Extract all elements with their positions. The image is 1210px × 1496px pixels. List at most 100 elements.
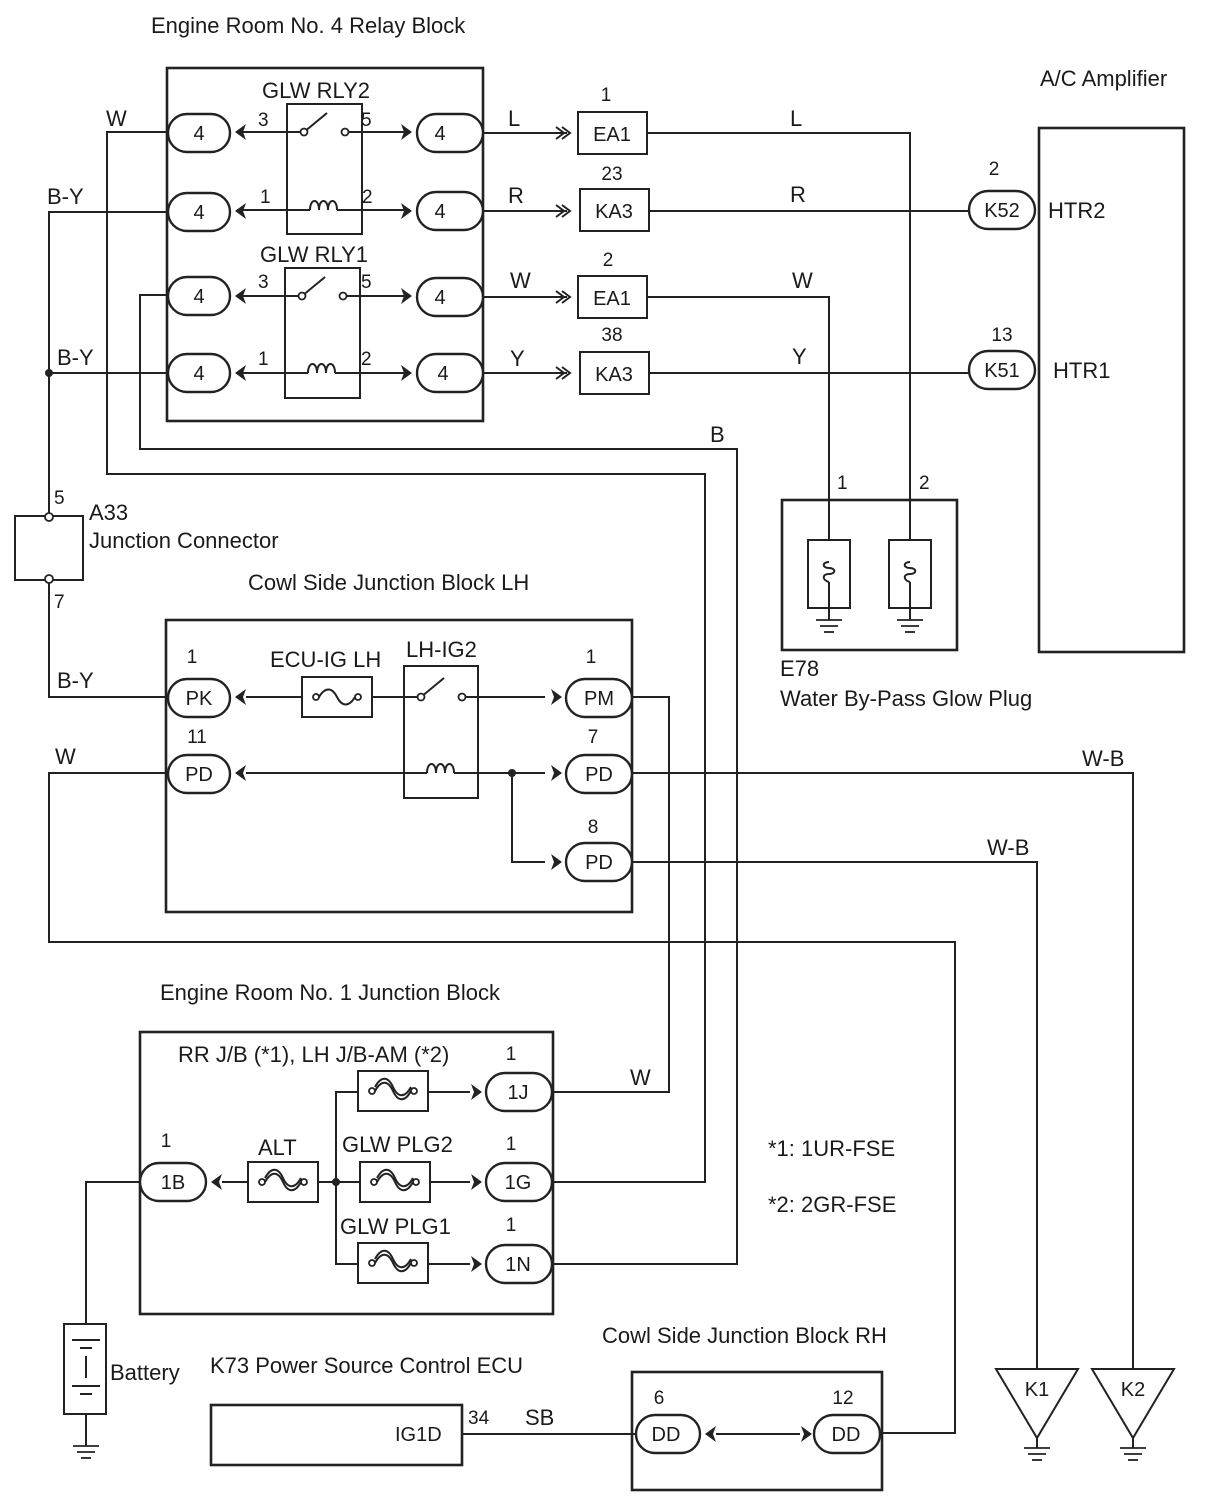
chevron-ea1-top bbox=[555, 126, 572, 140]
wire-label-sb: SB bbox=[525, 1405, 554, 1430]
htr2-label: HTR2 bbox=[1048, 198, 1105, 223]
er1-frame bbox=[138, 1030, 555, 1316]
connector-ea1-bottom-label: EA1 bbox=[593, 288, 631, 310]
glow-plug-name: Water By-Pass Glow Plug bbox=[780, 686, 1032, 711]
connector-pd-8 bbox=[564, 841, 634, 883]
battery-label: Battery bbox=[110, 1360, 180, 1385]
a33-junction-connector bbox=[14, 515, 84, 581]
connector-ea1-bottom-pin: 2 bbox=[603, 250, 614, 271]
glow-plug-pin-1: 1 bbox=[837, 473, 848, 494]
fuse-glw-plg1 bbox=[357, 1242, 429, 1284]
wire-w-pd11-to-dd12 bbox=[48, 772, 956, 1434]
connector-1j bbox=[484, 1071, 554, 1113]
glow-plug-code: E78 bbox=[780, 656, 819, 681]
wire-bus-vertical bbox=[335, 1091, 360, 1265]
glw-rly1-switch-contact-a bbox=[297, 291, 307, 301]
relay-block-title: Engine Room No. 4 Relay Block bbox=[151, 13, 466, 38]
fuse-alt bbox=[247, 1161, 319, 1203]
wire-b-y-to-pk bbox=[48, 579, 168, 698]
connector-ea1-top bbox=[577, 111, 648, 155]
connector-pk bbox=[166, 677, 232, 719]
connector-k51-pin: 13 bbox=[991, 325, 1012, 346]
connector-pd-11-label: PD bbox=[185, 764, 213, 786]
connector-pd-11-pin: 11 bbox=[187, 727, 207, 748]
notes-1: *1: 1UR-FSE bbox=[768, 1136, 895, 1161]
a33-code: A33 bbox=[89, 500, 128, 525]
wire-label-w-b-2: W-B bbox=[987, 835, 1029, 860]
connector-1b-label: 1B bbox=[161, 1172, 185, 1194]
connector-1n-pin: 1 bbox=[506, 1215, 517, 1236]
glow-plug-frame bbox=[780, 498, 959, 652]
wire-coil-to-pd8 bbox=[511, 773, 545, 863]
connector-dd-6-pin: 6 bbox=[654, 1388, 665, 1409]
ground-k2 bbox=[1090, 1368, 1176, 1461]
connector-pm-pin: 1 bbox=[586, 647, 597, 668]
glw-rly2-label: GLW RLY2 bbox=[262, 78, 370, 103]
connector-k51 bbox=[967, 349, 1037, 391]
wire-label-w-b-1: W-B bbox=[1082, 746, 1124, 771]
connector-dd-6-label: DD bbox=[652, 1424, 681, 1446]
lh-ig2-body bbox=[403, 665, 479, 799]
connector-pm bbox=[564, 677, 634, 719]
relay-block-pin-left-2 bbox=[166, 191, 232, 233]
relay-block-pin-left-4-label: 4 bbox=[193, 363, 204, 385]
connector-1b bbox=[138, 1161, 208, 1203]
connector-1g bbox=[484, 1161, 554, 1203]
wire-battery-to-1b bbox=[85, 1181, 140, 1324]
lh-ig2-contact-a bbox=[416, 692, 426, 702]
glw-rly2-switch-contact-a bbox=[299, 127, 309, 137]
connector-1n-label: 1N bbox=[505, 1254, 531, 1276]
ac-amplifier-frame bbox=[1037, 126, 1186, 654]
glow-plug-pin-2: 2 bbox=[919, 473, 930, 494]
wire-label-b: B bbox=[710, 422, 725, 447]
glw-rly2-coil bbox=[309, 200, 338, 211]
rly2-pin-2: 2 bbox=[362, 187, 373, 208]
glw-rly1-switch-blade bbox=[301, 276, 326, 297]
connector-pk-label: PK bbox=[186, 688, 213, 710]
glw-plg2-label: GLW PLG2 bbox=[342, 1132, 453, 1157]
glw-rly1-label: GLW RLY1 bbox=[260, 242, 368, 267]
relay-block-pin-left-3-label: 4 bbox=[193, 286, 204, 308]
wire-w-b-to-k1 bbox=[632, 861, 1038, 1369]
connector-dd-12-label: DD bbox=[832, 1424, 861, 1446]
connector-k51-label: K51 bbox=[984, 360, 1020, 382]
arrow-pd-11 bbox=[235, 765, 246, 781]
arrow-relay-right-3 bbox=[401, 288, 412, 304]
relay-block-pin-right-4-label: 4 bbox=[437, 363, 448, 385]
wire-label-w-2: W bbox=[792, 268, 813, 293]
rly1-pin-3: 3 bbox=[258, 272, 269, 293]
glw-rly2-body bbox=[286, 103, 363, 235]
a33-terminal-7 bbox=[44, 574, 54, 584]
lh-ig2-coil bbox=[426, 763, 455, 774]
rly1-pin-2: 2 bbox=[361, 349, 372, 370]
chevron-ea1-bottom bbox=[555, 290, 572, 304]
arrow-1j bbox=[471, 1084, 482, 1100]
connector-k52-label: K52 bbox=[984, 200, 1020, 222]
wire-label-b-y-2: B-Y bbox=[57, 345, 94, 370]
connector-dd-12-pin: 12 bbox=[832, 1388, 853, 1409]
ac-amplifier-title: A/C Amplifier bbox=[1040, 66, 1167, 91]
relay-block-pin-right-2-label: 4 bbox=[434, 201, 445, 223]
a33-pin-5: 5 bbox=[54, 488, 65, 509]
chevron-ka3-top bbox=[555, 204, 572, 218]
wire-label-w-top: W bbox=[106, 106, 127, 131]
connector-ka3-bottom-label: KA3 bbox=[595, 364, 633, 386]
relay-block-pin-right-3 bbox=[415, 276, 485, 318]
arrow-pm bbox=[551, 689, 562, 705]
connector-pd-8-pin: 8 bbox=[588, 817, 599, 838]
lh-ig2-contact-b bbox=[457, 692, 467, 702]
ecu-pin-34: 34 bbox=[468, 1408, 490, 1429]
connector-pd-7-pin: 7 bbox=[588, 727, 599, 748]
connector-1j-pin: 1 bbox=[506, 1044, 517, 1065]
er1-title: Engine Room No. 1 Junction Block bbox=[160, 980, 501, 1005]
arrow-dd-12 bbox=[801, 1426, 812, 1442]
wire-w-to-glow-plug-1 bbox=[647, 296, 830, 582]
wire-w-pm-to-1j bbox=[553, 696, 670, 1093]
rly2-pin-1: 1 bbox=[260, 187, 271, 208]
connector-pd-7 bbox=[564, 753, 634, 795]
connector-pd-8-label: PD bbox=[585, 852, 613, 874]
a33-name: Junction Connector bbox=[89, 528, 279, 553]
alt-label: ALT bbox=[258, 1135, 297, 1160]
connector-ka3-bottom-pin: 38 bbox=[601, 325, 622, 346]
